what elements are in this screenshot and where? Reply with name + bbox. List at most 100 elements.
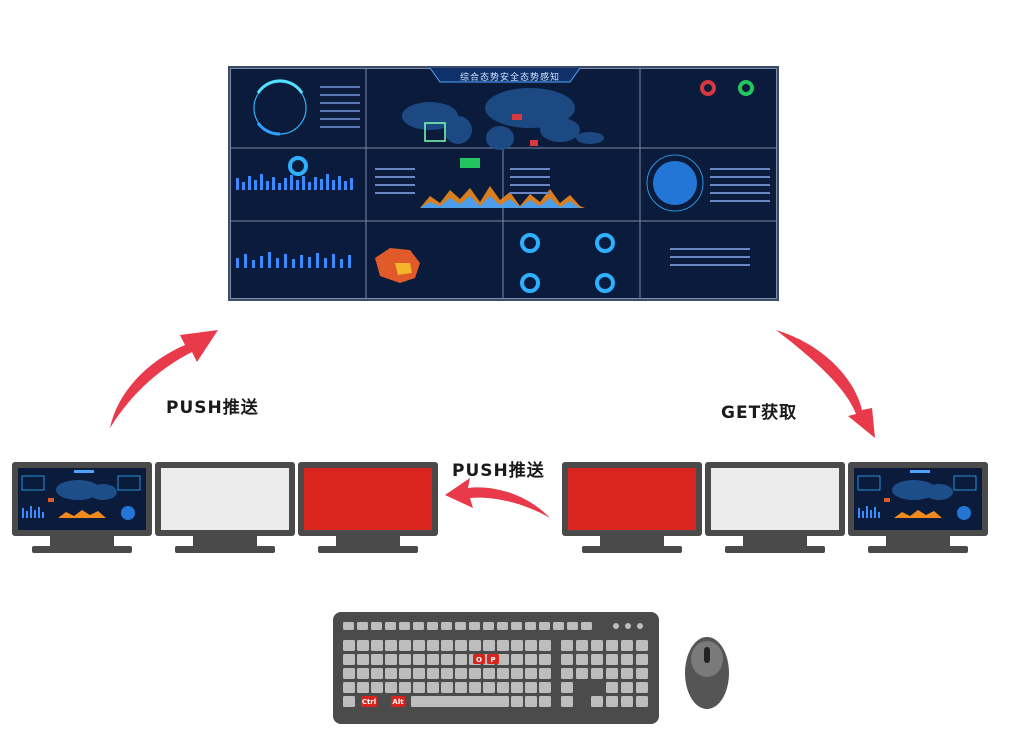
keyboard-key (606, 640, 618, 651)
keyboard-key (455, 622, 466, 630)
keyboard-key (511, 696, 523, 707)
keyboard-key (621, 696, 633, 707)
video-wall-content (230, 68, 777, 299)
keyboard-key (621, 640, 633, 651)
keyboard-key (591, 696, 603, 707)
keyboard-key (357, 682, 369, 693)
keyboard-key (469, 682, 481, 693)
keyboard-key (385, 668, 397, 679)
keyboard-key (441, 654, 453, 665)
push-up-arrow (110, 330, 218, 428)
monitor-left-1 (12, 462, 152, 553)
mouse-wheel (704, 647, 710, 663)
keyboard-key (427, 682, 439, 693)
monitor-right-3-screen (853, 467, 983, 531)
keyboard-key (497, 682, 509, 693)
keyboard-key (371, 668, 383, 679)
keyboard-key (525, 640, 537, 651)
keyboard-key (413, 622, 424, 630)
keyboard-key (343, 668, 355, 679)
keyboard-key (469, 622, 480, 630)
get-down-arrow (776, 330, 875, 438)
keyboard-key (525, 654, 537, 665)
keyboard-key (636, 682, 648, 693)
keyboard-key (539, 654, 551, 665)
keyboard-key (357, 654, 369, 665)
keyboard-key (621, 682, 633, 693)
keyboard-key (561, 654, 573, 665)
keyboard-key (483, 668, 495, 679)
keyboard-key (469, 668, 481, 679)
svg-text:Alt: Alt (392, 698, 404, 706)
keyboard-key (483, 622, 494, 630)
keyboard-key (621, 668, 633, 679)
svg-text:P: P (490, 656, 495, 664)
keyboard-spacebar (411, 696, 507, 707)
keyboard-key (539, 668, 551, 679)
monitor-left-1-screen (17, 467, 147, 531)
keyboard-key (385, 622, 396, 630)
keyboard-key (385, 640, 397, 651)
svg-text:Ctrl: Ctrl (362, 698, 376, 706)
keyboard-key (385, 682, 397, 693)
keyboard-key (576, 654, 588, 665)
keyboard-key (483, 682, 495, 693)
keyboard-key (497, 622, 508, 630)
keyboard-key (399, 668, 411, 679)
keyboard-key (525, 622, 536, 630)
keyboard-key (539, 622, 550, 630)
keyboard-key (357, 668, 369, 679)
keyboard-key (561, 696, 573, 707)
keyboard-key (539, 696, 551, 707)
keyboard-key (606, 696, 618, 707)
monitor-right-2-screen (711, 468, 839, 530)
keyboard-key (511, 654, 523, 665)
keyboard-key (497, 668, 509, 679)
keyboard-key (399, 640, 411, 651)
keyboard-key (591, 640, 603, 651)
keyboard-key (606, 654, 618, 665)
keyboard-key (343, 622, 354, 630)
keyboard-indicator (637, 623, 643, 629)
keyboard-key (385, 654, 397, 665)
keyboard-key (591, 668, 603, 679)
keyboard-key (636, 654, 648, 665)
monitor-right-1 (562, 462, 702, 553)
keyboard-key (399, 622, 410, 630)
keyboard-key (525, 682, 537, 693)
monitor-left-3 (298, 462, 438, 553)
keyboard-key (606, 668, 618, 679)
keyboard-key (371, 682, 383, 693)
keyboard-key (455, 640, 467, 651)
keyboard-key (511, 668, 523, 679)
keyboard-key (561, 682, 573, 693)
keyboard-key (636, 696, 648, 707)
keyboard-key (483, 640, 495, 651)
keyboard-key (511, 682, 523, 693)
keyboard-key (621, 654, 633, 665)
keyboard: O P Ctrl Alt (333, 612, 659, 724)
keyboard-key (427, 622, 438, 630)
monitor-left-2-screen (161, 468, 289, 530)
keyboard-key (539, 682, 551, 693)
keyboard-key (357, 640, 369, 651)
keyboard-key (413, 654, 425, 665)
video-wall (228, 66, 779, 301)
keyboard-key (576, 640, 588, 651)
keyboard-key (371, 640, 383, 651)
keyboard-key (469, 640, 481, 651)
monitor-right-3 (848, 462, 988, 553)
keyboard-key (343, 696, 355, 707)
keyboard-key (427, 654, 439, 665)
keyboard-key (525, 668, 537, 679)
keyboard-key (525, 696, 537, 707)
monitor-left-3-screen (304, 468, 432, 530)
monitor-right-2 (705, 462, 845, 553)
keyboard-key (413, 668, 425, 679)
key-alt: Alt (391, 696, 405, 707)
keyboard-key (441, 622, 452, 630)
key-o: O (473, 654, 485, 664)
keyboard-indicator (613, 623, 619, 629)
keyboard-key (357, 622, 368, 630)
